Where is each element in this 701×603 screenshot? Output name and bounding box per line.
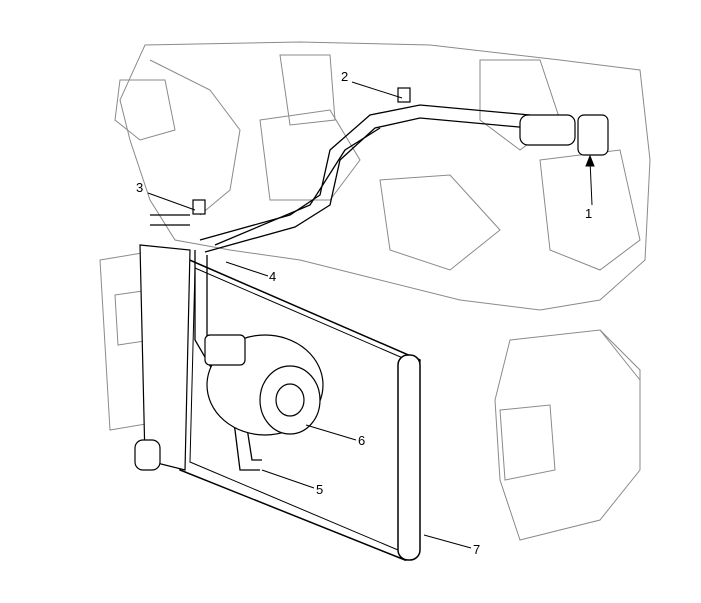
- refrigerant-lines: [150, 104, 576, 471]
- callout-7: 7: [473, 542, 481, 557]
- radiator-tank: [134, 244, 191, 471]
- callout-3: 3: [136, 180, 144, 195]
- condenser: [179, 256, 421, 562]
- callout-2: 2: [341, 69, 349, 84]
- leader-lines: [147, 81, 595, 549]
- compressor: [204, 334, 324, 436]
- callout-5: 5: [316, 482, 324, 497]
- callout-4: 4: [269, 269, 277, 284]
- callout-1: 1: [585, 206, 593, 221]
- receiver-drier: [192, 87, 609, 215]
- callout-6: 6: [358, 433, 366, 448]
